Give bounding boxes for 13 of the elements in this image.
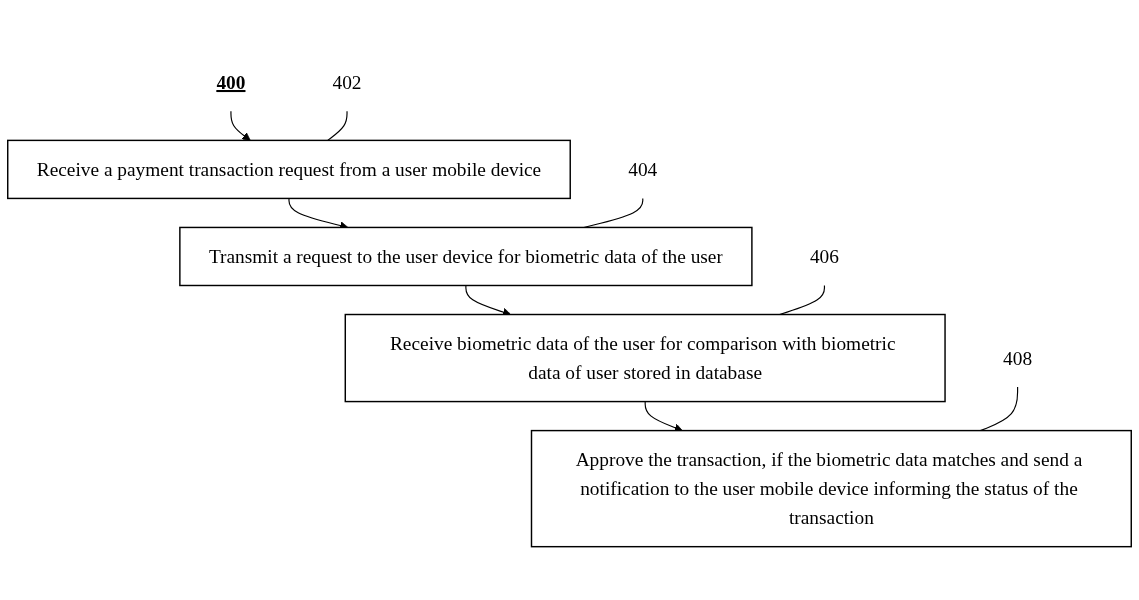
node-box: Receive a payment transaction request from a user mobile device xyxy=(7,139,571,200)
arrow xyxy=(644,401,683,432)
node-text: 408 xyxy=(1003,347,1033,369)
arrow xyxy=(230,110,251,141)
connector xyxy=(327,110,348,141)
node-text: 404 xyxy=(628,158,658,181)
node-box: Receive biometric data of the user for comparison with biometric data of user stored in database xyxy=(344,313,946,403)
node-text: 400 xyxy=(216,71,246,93)
node-box: Transmit a request to the user device for biometric data of the user xyxy=(179,226,753,287)
node-box: Approve the transaction, if the biometric data matches and send a notification to the user mobile device informing the status of the transaction xyxy=(530,429,1132,548)
node-text: 402 xyxy=(332,71,362,93)
connector xyxy=(779,284,826,316)
node-text: 406 xyxy=(809,245,839,268)
